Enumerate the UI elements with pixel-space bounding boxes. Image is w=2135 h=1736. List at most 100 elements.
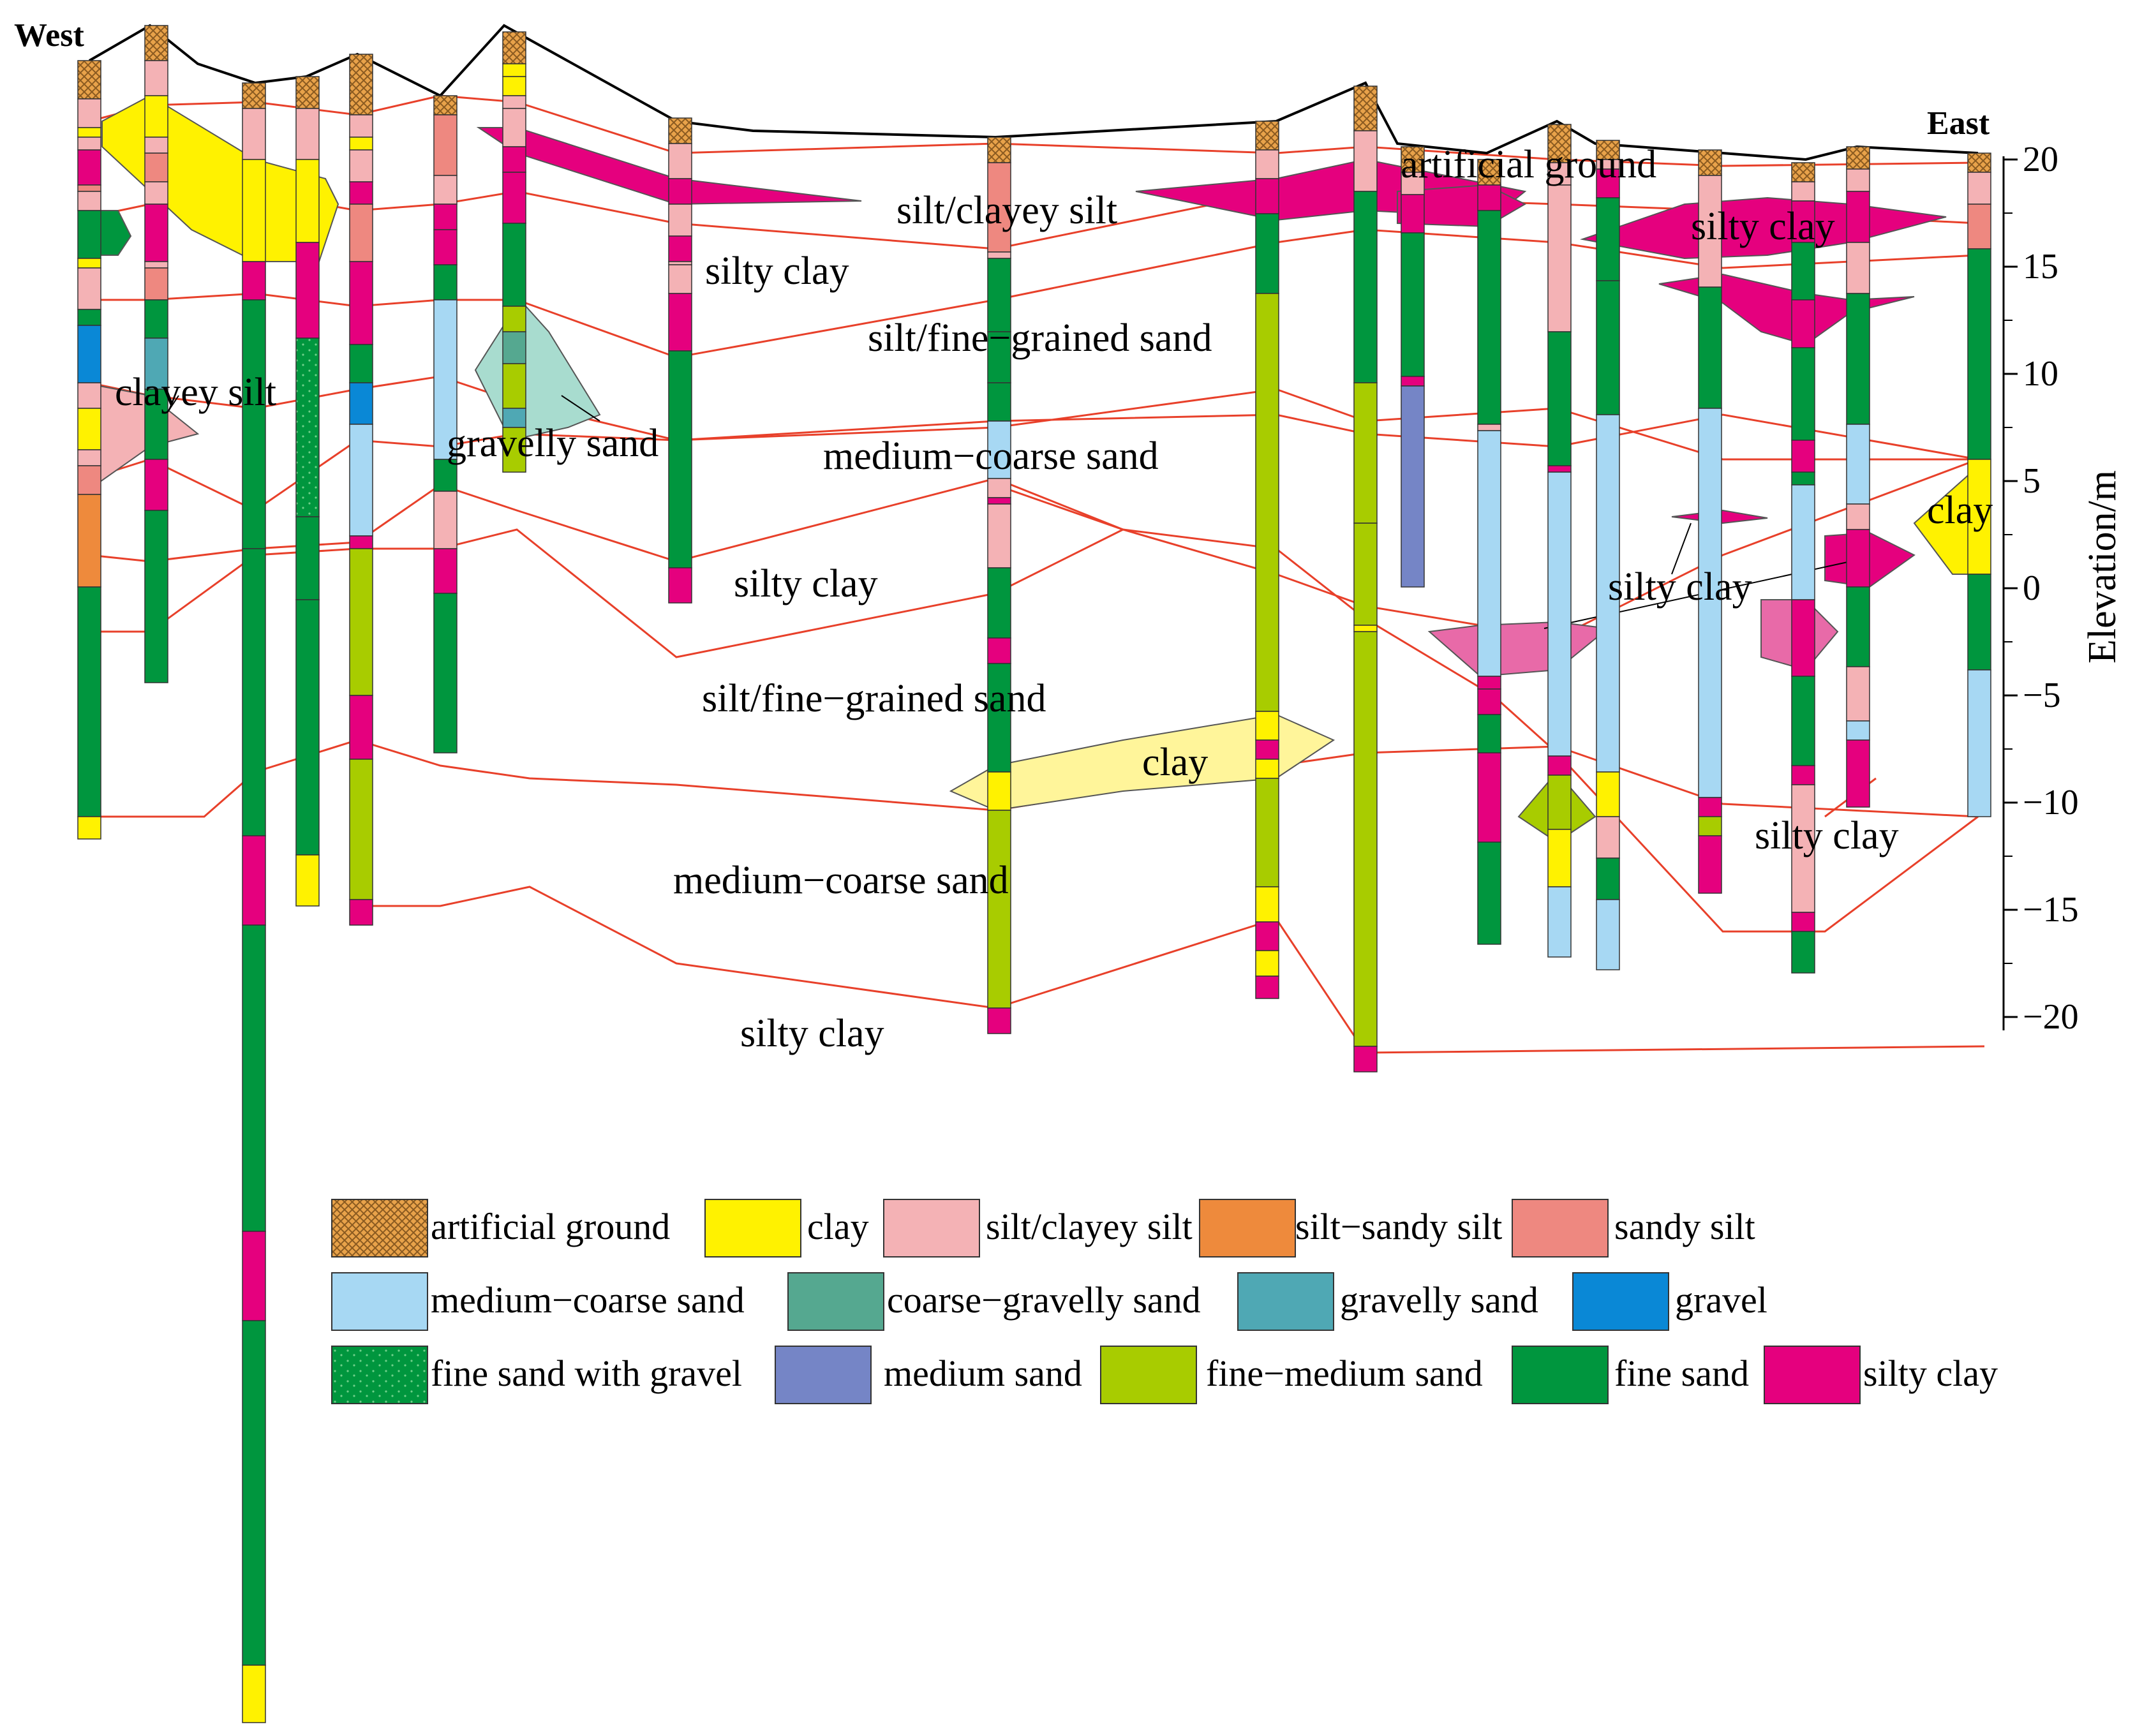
borehole-segment xyxy=(77,465,101,495)
legend-swatch xyxy=(331,1346,428,1404)
borehole-segment xyxy=(987,503,1011,568)
legend-swatch xyxy=(1512,1346,1609,1404)
borehole-segment xyxy=(1791,440,1815,473)
borehole-segment xyxy=(77,191,101,211)
borehole-segment xyxy=(1791,765,1815,785)
borehole-segment xyxy=(1967,574,1991,671)
borehole-segment xyxy=(502,108,526,147)
legend-label: sandy silt xyxy=(1614,1206,1755,1247)
borehole-segment xyxy=(295,76,320,109)
borehole xyxy=(1255,121,1279,999)
legend-label: gravelly sand xyxy=(1340,1279,1538,1321)
borehole-segment xyxy=(1255,976,1279,999)
layer-label: silty clay xyxy=(1755,814,1899,857)
borehole-segment xyxy=(77,325,101,383)
borehole-segment xyxy=(502,172,526,224)
legend-label: fine sand xyxy=(1614,1353,1749,1394)
borehole-segment xyxy=(1596,197,1620,281)
borehole-segment xyxy=(144,267,168,300)
borehole-segment xyxy=(349,548,373,696)
borehole-segment xyxy=(1255,149,1279,179)
borehole-segment xyxy=(77,267,101,310)
legend-item: coarse−gravelly sand xyxy=(787,1272,1201,1331)
borehole-segment xyxy=(668,293,692,352)
legend-label: gravel xyxy=(1675,1279,1767,1321)
layer-labels: artificial ground silt/clayey silt silty… xyxy=(115,143,1993,1055)
borehole xyxy=(349,54,373,926)
borehole-segment xyxy=(1353,191,1378,383)
borehole-segment xyxy=(1547,471,1572,757)
borehole-segment xyxy=(1698,835,1722,894)
borehole-segment xyxy=(502,331,526,364)
borehole-segment xyxy=(1698,149,1722,176)
axis-tick-label: −20 xyxy=(2023,997,2079,1037)
borehole-segment xyxy=(1401,385,1425,588)
borehole xyxy=(1967,152,1991,817)
borehole-segment xyxy=(1846,739,1870,808)
borehole-segment xyxy=(242,548,266,836)
borehole xyxy=(1791,162,1815,974)
borehole-segment xyxy=(987,382,1011,422)
borehole-segment xyxy=(987,637,1011,664)
borehole-segment xyxy=(1846,586,1870,667)
borehole-segment xyxy=(144,338,168,390)
borehole-segment xyxy=(1547,162,1572,186)
borehole-segment xyxy=(349,424,373,537)
borehole-segment xyxy=(1477,676,1501,690)
borehole-segment xyxy=(1353,130,1378,192)
borehole-segment xyxy=(144,25,168,61)
borehole-segment xyxy=(987,137,1011,163)
borehole-segment xyxy=(77,586,101,817)
legend-swatch xyxy=(1512,1199,1609,1257)
borehole-segment xyxy=(242,835,266,926)
legend-swatch xyxy=(1572,1272,1669,1331)
legend-label: fine sand with gravel xyxy=(431,1353,742,1394)
borehole-segment xyxy=(242,159,266,262)
legend-swatch xyxy=(331,1199,428,1257)
borehole-segment xyxy=(433,491,458,549)
borehole-segment xyxy=(1698,286,1722,409)
layer-label: clay xyxy=(1142,741,1208,784)
borehole-segment xyxy=(144,204,168,262)
borehole-segment xyxy=(1791,484,1815,600)
borehole-segment xyxy=(1547,829,1572,887)
borehole-segment xyxy=(433,548,458,594)
boreholes xyxy=(77,25,1991,1723)
borehole-segment xyxy=(1698,175,1722,288)
borehole-segment xyxy=(1791,912,1815,932)
borehole-segment xyxy=(1698,816,1722,836)
borehole-segment xyxy=(1791,676,1815,766)
borehole-segment xyxy=(144,299,168,339)
borehole-segment xyxy=(1596,771,1620,817)
borehole-segment xyxy=(77,494,101,588)
borehole-segment xyxy=(1353,523,1378,626)
layer-label: silt/clayey silt xyxy=(896,189,1117,232)
borehole xyxy=(1477,159,1501,945)
legend-swatch xyxy=(883,1199,980,1257)
borehole-segment xyxy=(433,114,458,176)
legend-item: silt−sandy silt xyxy=(1199,1199,1502,1257)
legend-swatch xyxy=(704,1199,801,1257)
borehole-segment xyxy=(987,251,1011,259)
legend-item: clay xyxy=(704,1199,869,1257)
borehole-segment xyxy=(502,223,526,307)
legend-label: silt/clayey silt xyxy=(986,1206,1193,1247)
borehole-segment xyxy=(433,593,458,753)
silty-clay-lens xyxy=(1427,621,1610,678)
legend-item: fine sand with gravel xyxy=(331,1346,742,1404)
borehole-segment xyxy=(1401,194,1425,234)
legend-item: fine−medium sand xyxy=(1100,1346,1483,1404)
borehole xyxy=(987,137,1011,1034)
borehole-segment xyxy=(295,159,320,243)
borehole-segment xyxy=(1401,232,1425,377)
borehole-segment xyxy=(242,1665,266,1723)
leader-line xyxy=(1671,523,1692,575)
borehole-segment xyxy=(1353,625,1378,632)
layer-label: medium−coarse sand xyxy=(673,859,1009,902)
axis-title: Elevation/m xyxy=(2081,470,2124,664)
borehole-segment xyxy=(1698,797,1722,817)
borehole-segment xyxy=(144,459,168,511)
borehole-segment xyxy=(433,229,458,265)
